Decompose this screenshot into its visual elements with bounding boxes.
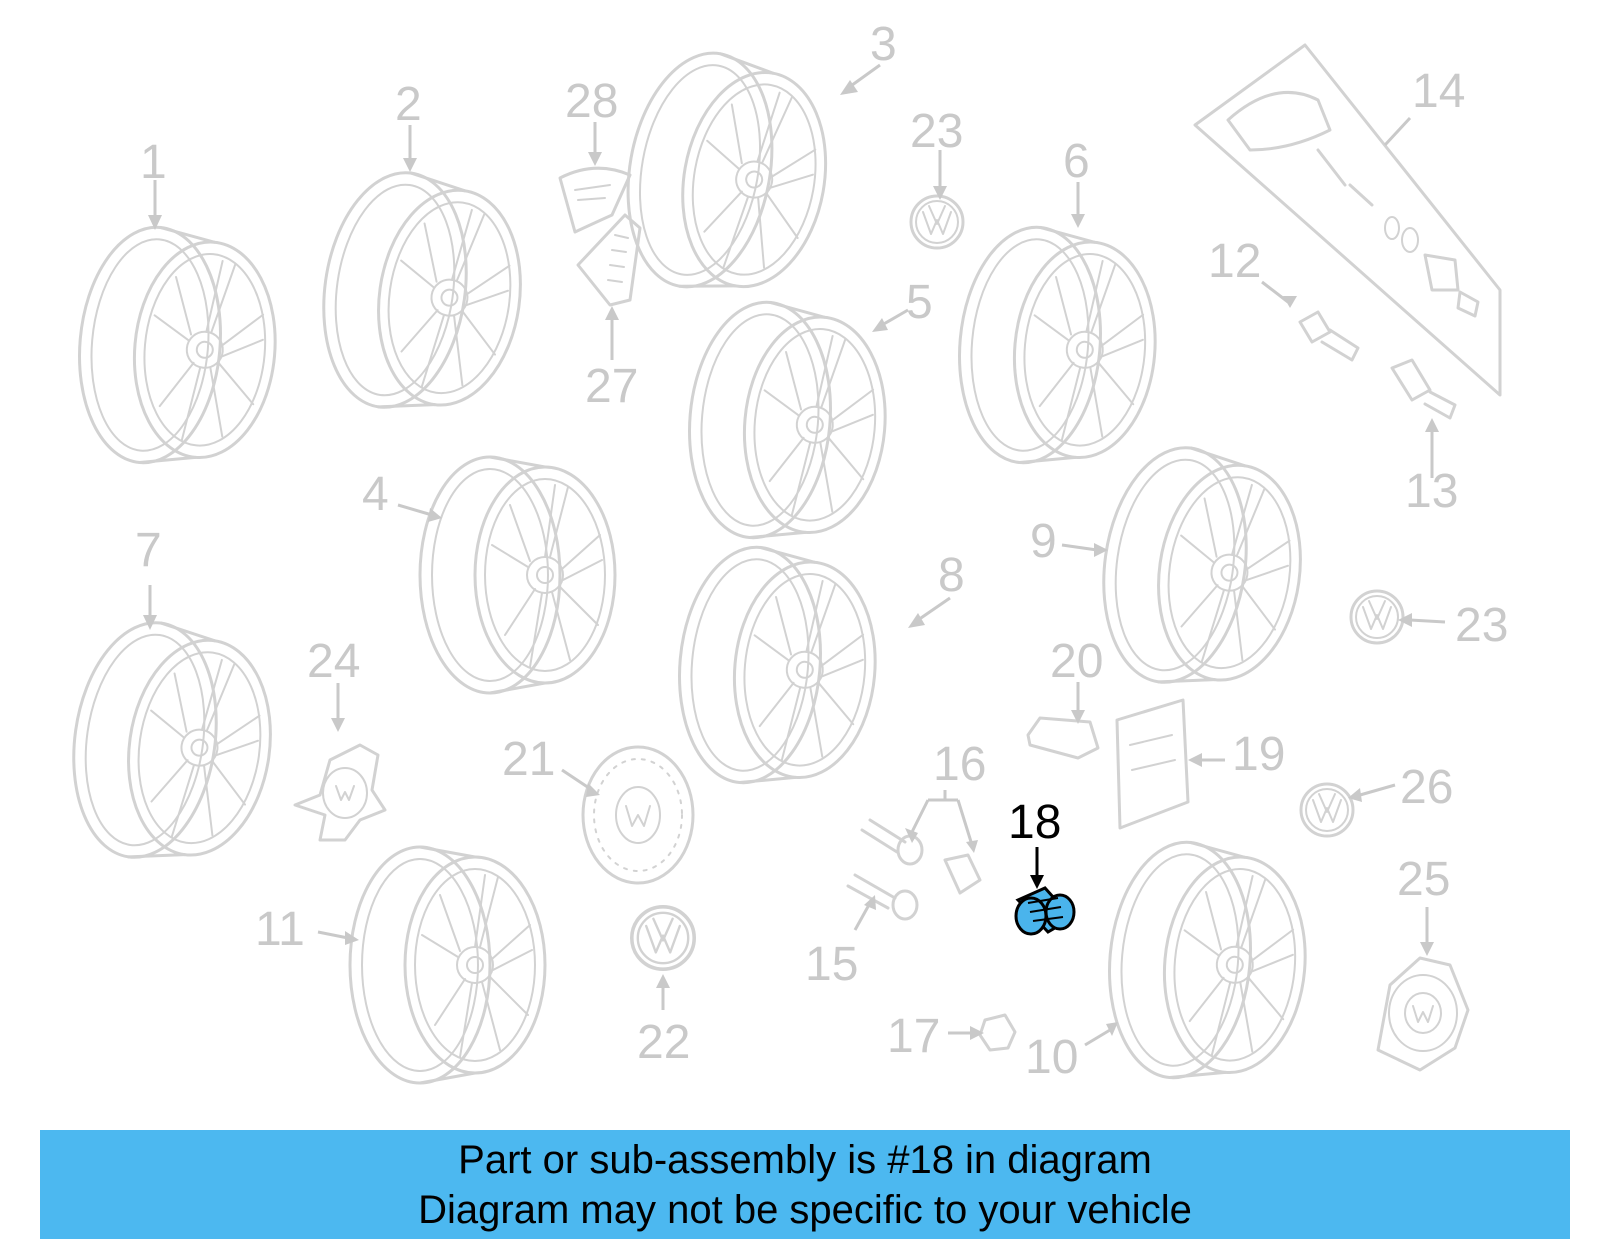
wheel-9: [1087, 436, 1317, 701]
banner-line-1: Part or sub-assembly is #18 in diagram: [458, 1137, 1152, 1182]
callout-17: 17: [887, 1010, 940, 1063]
wheel-2: [307, 161, 537, 426]
wheel-6: [948, 219, 1167, 475]
callout-19: 19: [1232, 728, 1285, 781]
callout-3: 3: [870, 18, 897, 71]
callout-14: 14: [1412, 65, 1465, 118]
callout-2: 2: [395, 78, 422, 131]
info-banner: Part or sub-assembly is #18 in diagram D…: [40, 1130, 1570, 1239]
lug-bolt-16: [860, 818, 924, 866]
callout-5: 5: [906, 276, 933, 329]
center-cap-23b: [1349, 589, 1405, 645]
callout-7: 7: [135, 524, 162, 577]
bracket-20: [1026, 716, 1100, 760]
wheel-5: [678, 294, 897, 550]
wheel-3: [609, 40, 846, 310]
lug-nut-16: [943, 853, 982, 895]
callout-1: 1: [140, 136, 167, 189]
hub-cap-21: [581, 745, 695, 885]
center-cap-23a: [909, 194, 965, 250]
callout-16: 16: [933, 738, 986, 791]
part-18-cap[interactable]: [1014, 886, 1076, 936]
callout-6: 6: [1063, 135, 1090, 188]
wheel-weight-28: [558, 166, 632, 234]
callout-4: 4: [362, 468, 389, 521]
lug-bolt-15: [846, 873, 919, 921]
callout-12: 12: [1208, 235, 1261, 288]
callout-18: 18: [1008, 796, 1061, 849]
wheel-weight-27: [576, 213, 642, 307]
callout-10: 10: [1025, 1031, 1078, 1084]
wheel-4: [418, 455, 617, 695]
center-cap-26: [1299, 782, 1355, 838]
callout-9: 9: [1030, 515, 1057, 568]
callout-numbers: 1 2 3 28 27 23 6 14 12 13 5 4 7 8 9 23 2…: [135, 18, 1508, 1084]
hub-cap-25: [1376, 956, 1470, 1072]
banner-line-2: Diagram may not be specific to your vehi…: [418, 1187, 1192, 1232]
wheel-10: [1098, 834, 1317, 1090]
wheel-7: [57, 611, 287, 876]
callout-8: 8: [938, 549, 965, 602]
callout-13: 13: [1405, 465, 1458, 518]
callout-28: 28: [565, 75, 618, 128]
valve-stem-12: [1298, 310, 1360, 362]
callout-23a: 23: [910, 105, 963, 158]
hub-cap-24: [293, 743, 387, 842]
callout-11: 11: [255, 903, 305, 956]
valve-stem-13: [1390, 358, 1457, 420]
callout-22: 22: [637, 1016, 690, 1069]
callout-24: 24: [307, 635, 360, 688]
callout-27: 27: [585, 360, 638, 413]
callout-21: 21: [502, 733, 555, 786]
callout-15: 15: [805, 938, 858, 991]
callout-23b: 23: [1455, 599, 1508, 652]
center-cap-22: [629, 904, 697, 972]
leader-lines: [143, 63, 1446, 1047]
callout-26: 26: [1400, 761, 1453, 814]
wheel-11: [348, 845, 547, 1085]
lug-nut-17: [978, 1013, 1017, 1052]
tpms-sensor-kit-14: [1193, 43, 1502, 397]
label-19: [1115, 698, 1190, 830]
wheel-1: [68, 219, 287, 475]
callout-25: 25: [1397, 853, 1450, 906]
wheel-8: [668, 539, 887, 795]
callout-20: 20: [1050, 635, 1103, 688]
